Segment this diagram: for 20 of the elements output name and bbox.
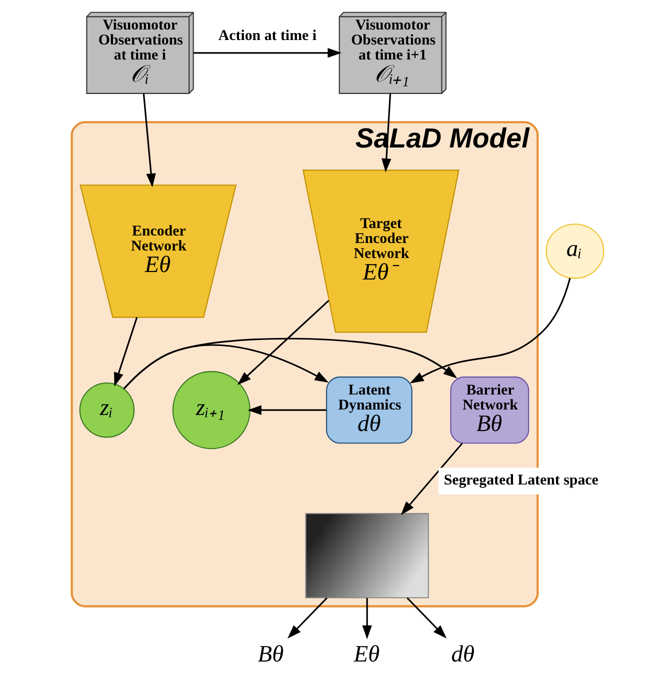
node-text: Eθ: [354, 641, 380, 668]
arrow: [194, 48, 342, 58]
node-box: Barrier Network Bθ: [450, 376, 530, 444]
arrow: [248, 405, 326, 415]
node-text: Bθ: [258, 641, 284, 668]
arrow: [400, 442, 463, 516]
picture: [305, 513, 429, 598]
edge-label: Action at time i: [218, 28, 316, 44]
node-circle: aᵢ: [546, 224, 604, 279]
arrow: [406, 597, 447, 639]
arrow: [410, 278, 571, 384]
arrow: [362, 598, 372, 640]
node-circle: zᵢ: [79, 382, 135, 438]
arrow: [124, 344, 329, 390]
node-box: Latent Dynamics dθ: [326, 376, 412, 444]
arrow: [237, 300, 330, 386]
arrow: [142, 94, 156, 188]
arrow: [114, 317, 138, 386]
node-text: dθ: [451, 641, 475, 668]
arrow: [124, 338, 458, 390]
